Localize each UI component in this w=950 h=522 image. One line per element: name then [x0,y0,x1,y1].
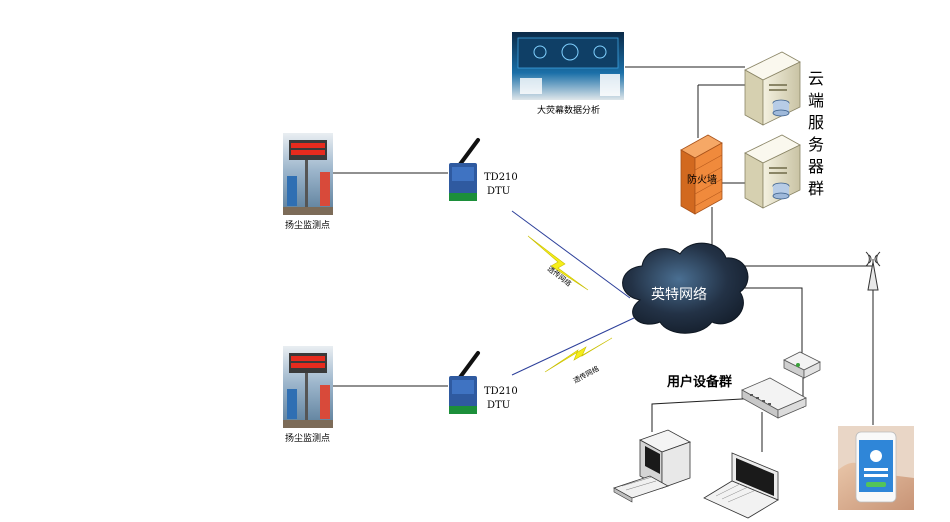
big-screen-label: 大荧幕数据分析 [537,104,600,116]
dtu-bottom-icon [449,351,480,414]
dtu-bottom-label-line1: TD210 [484,386,518,397]
switch-icon [741,377,807,419]
link-bottom-label: 透传网络 [572,364,601,385]
firewall-icon [680,134,723,215]
dtu-top-label-line2: DTU [487,186,510,197]
user-devices-label: 用户设备群 [666,374,732,390]
network-label: 英特网络 [651,286,707,303]
firewall-label: 防火墙 [687,173,717,186]
antenna-icon [865,251,881,291]
cloud-servers-char-4: 务 [808,135,824,154]
server-top-icon [744,51,801,126]
router-icon [783,351,821,379]
cloud-servers-char-1: 云 [808,69,824,88]
site-top-label: 扬尘监测点 [285,219,330,231]
site-bottom-label: 扬尘监测点 [285,432,330,444]
big-screen-photo [512,32,624,100]
connection-lines [333,66,874,452]
desktop-computer-icon [613,429,691,503]
internet-cloud-icon [622,242,749,334]
dtu-bottom-label-line2: DTU [487,400,510,411]
lightning-bottom-icon [544,337,613,373]
server-bottom-icon [744,134,801,209]
laptop-icon [703,452,779,519]
smartphone-photo [838,426,914,510]
cloud-servers-label: 云 端 服 务 器 群 [808,69,824,198]
cloud-servers-char-5: 器 [808,157,824,176]
cloud-servers-char-6: 群 [808,179,824,198]
cloud-servers-char-2: 端 [808,91,824,110]
cloud-servers-char-3: 服 [808,113,824,132]
lightning-top-icon [527,235,589,291]
monitoring-site-bottom-photo [283,346,333,428]
wireless-links [511,210,635,376]
dtu-top-label-line1: TD210 [484,172,518,183]
monitoring-site-top-photo [283,133,333,215]
dtu-top-icon [449,138,480,201]
